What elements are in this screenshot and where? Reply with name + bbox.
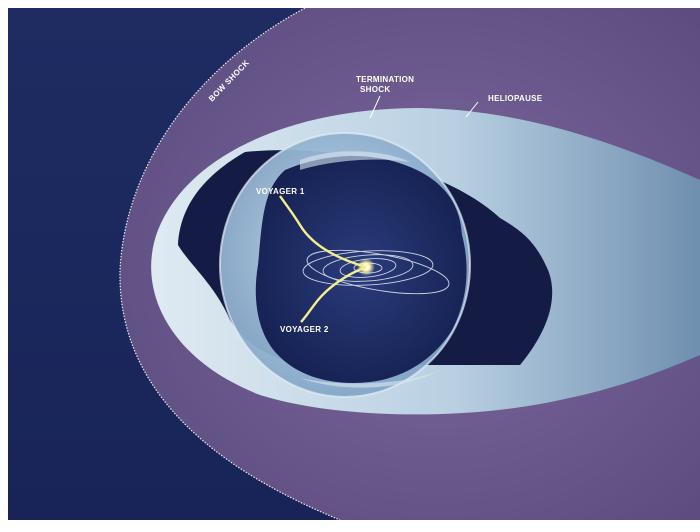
termination-shock-label-line1: TERMINATION: [356, 75, 414, 84]
frame-border-bottom: [0, 520, 700, 527]
voyager-1-label: VOYAGER 1: [256, 187, 305, 196]
heliopause-label: HELIOPAUSE: [488, 94, 543, 103]
frame-border-top: [0, 0, 700, 8]
frame-border-left: [0, 0, 8, 527]
voyager-2-label: VOYAGER 2: [280, 325, 329, 334]
termination-shock-label-line2: SHOCK: [360, 85, 390, 94]
